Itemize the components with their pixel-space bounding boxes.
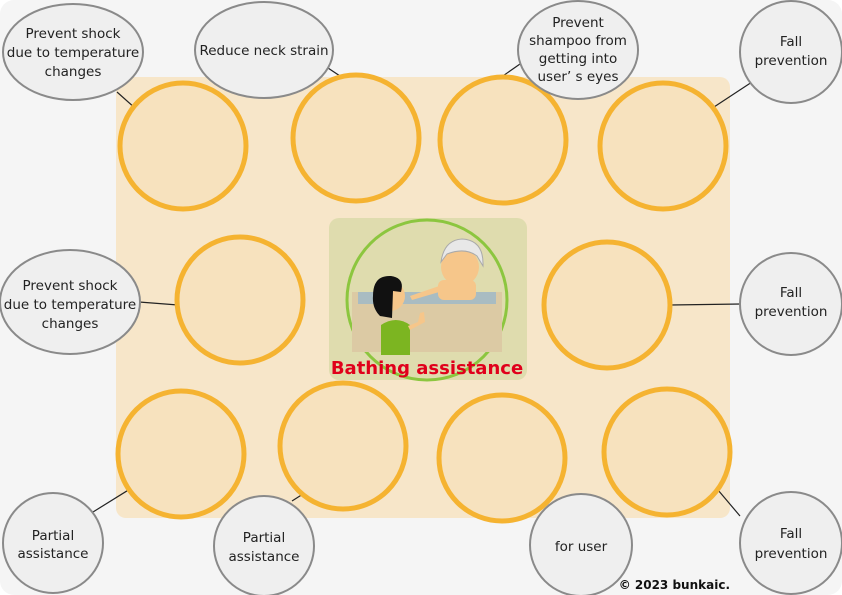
caregiver-icon: [372, 275, 425, 355]
answer-slot[interactable]: [290, 72, 422, 204]
answer-slot[interactable]: [277, 380, 409, 512]
connector-line: [92, 488, 131, 513]
answer-slot[interactable]: [117, 80, 249, 212]
answer-slot[interactable]: [601, 386, 733, 518]
label-bubble: for user: [529, 493, 633, 595]
svg-text:Reduce neck strain: Reduce neck strain: [199, 43, 328, 59]
connector-line: [669, 303, 742, 306]
answer-slot[interactable]: [436, 392, 568, 524]
answer-slot[interactable]: [174, 234, 306, 366]
answer-slots: [115, 72, 733, 524]
connector-line: [717, 489, 741, 517]
answer-slot[interactable]: [115, 388, 247, 520]
answer-slot[interactable]: [541, 239, 673, 371]
answer-slot[interactable]: [597, 80, 729, 212]
label-bubble: Reduce neck strain: [194, 1, 334, 99]
connector-line: [713, 81, 753, 108]
center-title: Bathing assistance: [331, 358, 523, 379]
answer-slot[interactable]: [437, 74, 569, 206]
center-illustration: Bathing assistance: [329, 218, 527, 382]
connector-line: [138, 301, 179, 306]
svg-text:for user: for user: [555, 539, 608, 555]
elderly-man-icon: [410, 238, 484, 300]
copyright: © 2023 bunkaic.: [619, 578, 730, 592]
